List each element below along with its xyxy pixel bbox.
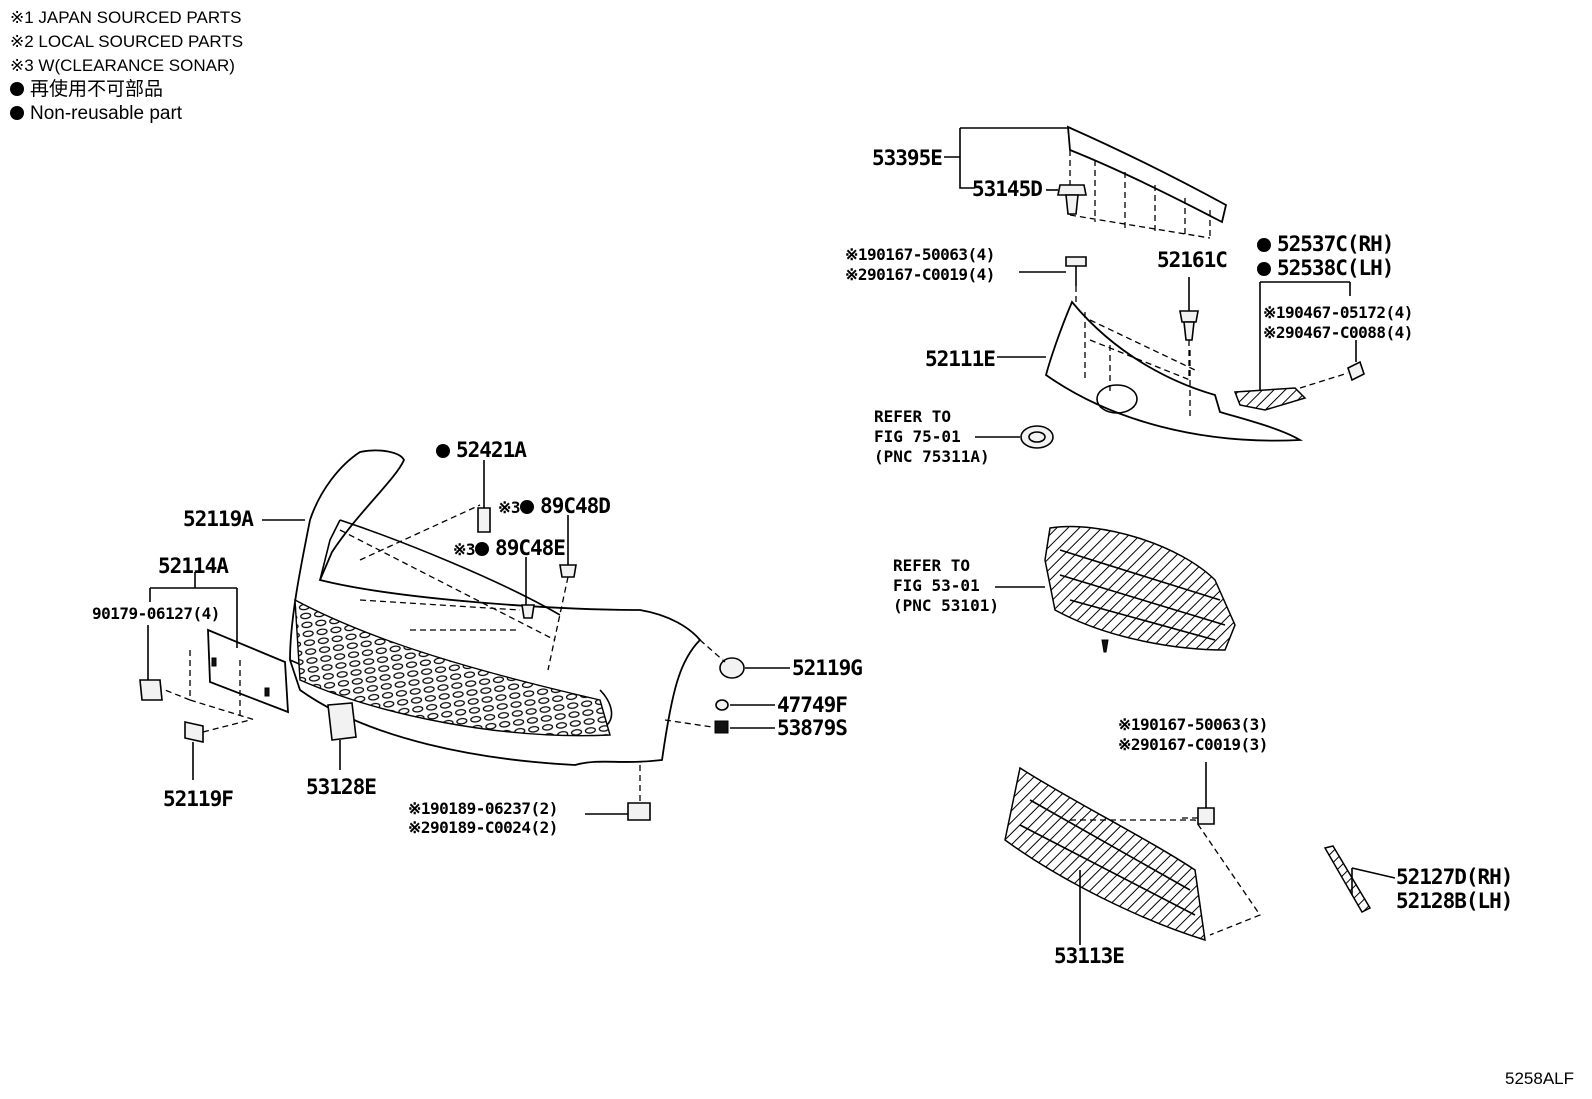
part-label-47749F[interactable]: 47749F: [777, 693, 848, 717]
part-label-90467-05172[interactable]: ※190467-05172(4): [1263, 303, 1413, 322]
nut-90179: [139, 625, 163, 701]
legend-note-3: ※3 W(CLEARANCE SONAR): [10, 56, 235, 75]
upper-grille-52111E: [997, 300, 1304, 442]
part-label-90167-50063-3[interactable]: ※190167-50063(3): [1118, 715, 1268, 734]
nonreusable-dot-icon: [1257, 238, 1271, 252]
sonar-89C48D: [547, 515, 577, 671]
nonreusable-dot-icon: [1257, 262, 1271, 276]
part-label-53879S[interactable]: 53879S: [777, 716, 848, 740]
cover-53128E: [327, 702, 357, 770]
part-label-52538C[interactable]: 52538C(LH): [1257, 256, 1394, 280]
legend-note-1: ※1 JAPAN SOURCED PARTS: [10, 8, 242, 27]
part-label-52127D[interactable]: 52127D(RH): [1396, 865, 1513, 889]
clip-52161C: [1179, 277, 1199, 380]
screw-90167-top: [1019, 256, 1087, 310]
part-label-53395E[interactable]: 53395E: [872, 146, 943, 170]
legend-nonreusable-en: Non-reusable part: [10, 102, 243, 126]
diagram-code: 5258ALF: [1505, 1069, 1574, 1088]
part-label-52421A[interactable]: 52421A: [436, 438, 527, 462]
nonreusable-dot-icon: [520, 500, 535, 514]
refer-to-fig-75-01[interactable]: REFER TO FIG 75-01 (PNC 75311A): [874, 407, 990, 466]
clip-52119F: [184, 719, 251, 780]
part-label-53113E[interactable]: 53113E: [1054, 944, 1125, 968]
refer-to-fig-53-01[interactable]: REFER TO FIG 53-01 (PNC 53101): [893, 556, 999, 615]
part-label-90189-C0024[interactable]: ※290189-C0024(2): [408, 818, 558, 837]
part-label-90189-06237[interactable]: ※190189-06237(2): [408, 799, 558, 818]
part-label-52161C[interactable]: 52161C: [1157, 248, 1228, 272]
nonreusable-dot-icon: [475, 542, 490, 556]
moulding-52127D: [1323, 845, 1396, 913]
grille-retainer-53113E: [1004, 766, 1261, 945]
retainer-47749F: [715, 699, 775, 711]
license-bracket-52114A: [149, 572, 289, 721]
part-label-52119A[interactable]: 52119A: [183, 507, 254, 531]
part-label-90167-50063-4[interactable]: ※190167-50063(4): [845, 245, 995, 264]
nonreusable-dot-icon: [436, 444, 450, 458]
part-label-52537C[interactable]: 52537C(RH): [1257, 232, 1394, 256]
emblem-75311A: [975, 425, 1054, 449]
screw-90167-lower: [1180, 762, 1215, 825]
clip-53145D: [1046, 184, 1087, 215]
part-label-90167-C0019-3[interactable]: ※290167-C0019(3): [1118, 735, 1268, 754]
radiator-grille-53101: [995, 525, 1236, 653]
clip-52119G: [699, 639, 790, 679]
part-label-52111E[interactable]: 52111E: [925, 347, 996, 371]
clip-53879S: [664, 719, 775, 734]
nonreusable-dot-icon: [10, 106, 24, 120]
part-label-52119G[interactable]: 52119G: [792, 656, 863, 680]
upper-moulding-53395E: [944, 125, 1228, 239]
part-label-90167-C0019-4[interactable]: ※290167-C0019(4): [845, 265, 995, 284]
bracket-52537C: [1233, 281, 1365, 411]
legend-note-2: ※2 LOCAL SOURCED PARTS: [10, 32, 244, 51]
part-label-53128E[interactable]: 53128E: [306, 775, 377, 799]
legend-nonreusable-jp: 再使用不可部品: [10, 78, 243, 102]
legend: ※1 JAPAN SOURCED PARTS ※2 LOCAL SOURCED …: [10, 6, 243, 126]
nonreusable-dot-icon: [10, 82, 24, 96]
part-label-90179-06127[interactable]: 90179-06127(4): [92, 604, 220, 623]
sonar-89C48E: [521, 557, 535, 619]
part-label-53145D[interactable]: 53145D: [972, 177, 1043, 201]
part-label-90467-C0088[interactable]: ※290467-C0088(4): [1263, 323, 1413, 342]
part-label-52128B[interactable]: 52128B(LH): [1396, 889, 1513, 913]
bumper-cover-52119A: [262, 449, 702, 766]
sensor-52421A: [477, 460, 491, 533]
clip-90189: [585, 765, 651, 821]
part-label-52119F[interactable]: 52119F: [163, 787, 234, 811]
part-label-52114A[interactable]: 52114A: [158, 554, 229, 578]
